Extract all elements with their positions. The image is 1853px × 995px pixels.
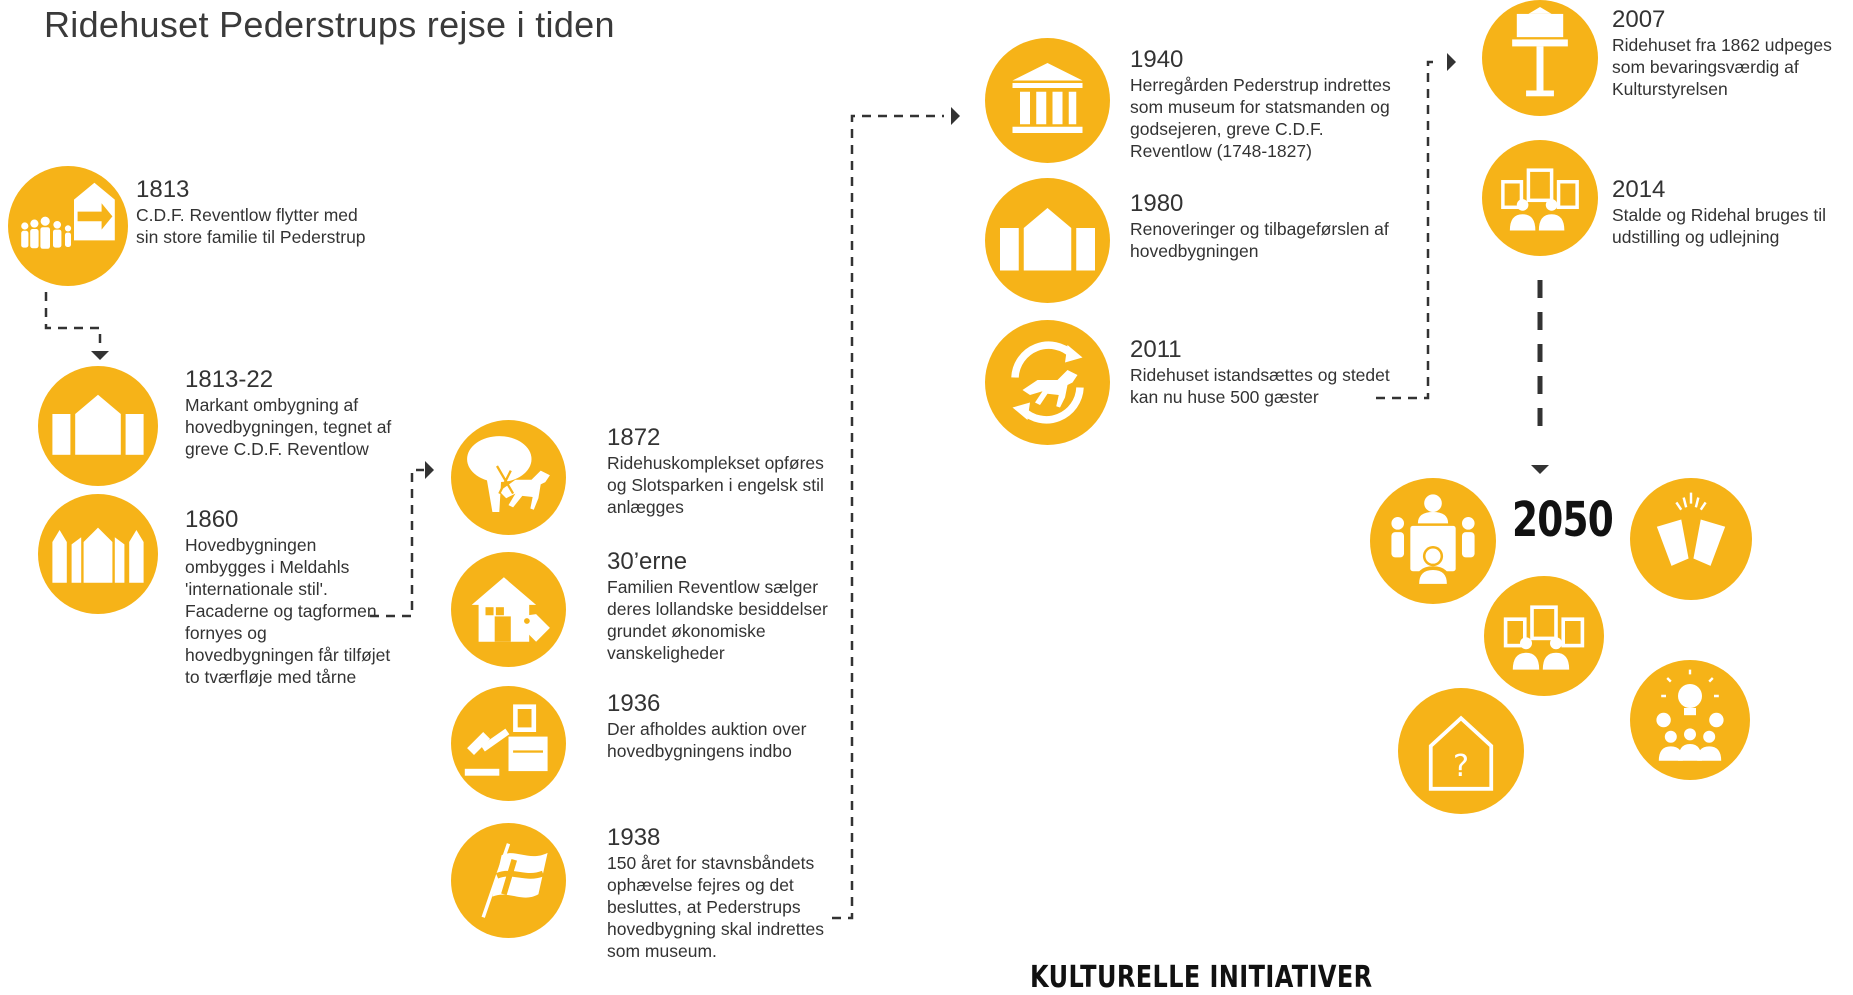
exhibition-icon (1482, 140, 1598, 256)
event-year: 1872 (607, 424, 661, 451)
event-year: 2014 (1612, 176, 1666, 203)
horse-renovation-icon (985, 320, 1110, 445)
event-text: Ridehuset istandsættes og stedet kan nu … (1130, 365, 1390, 407)
event-2011: 2011 Ridehuset istandsættes og stedet ka… (1130, 336, 1400, 408)
idea-group-icon (1630, 660, 1750, 780)
question-house-icon: ? (1398, 688, 1524, 814)
event-text: Hovedbygningen ombygges i Meldahls 'inte… (185, 535, 391, 687)
connector-1813 (44, 292, 102, 346)
family-moving-icon (8, 166, 128, 286)
tree-horse-icon (451, 420, 566, 535)
event-year: 1813-22 (185, 366, 274, 393)
event-year: 1980 (1130, 190, 1184, 217)
event-year: 1860 (185, 506, 239, 533)
event-1936: 1936 Der afholdes auktion over hovedbygn… (607, 690, 847, 762)
event-year: 1936 (607, 690, 661, 717)
event-1980: 1980 Renoveringer og tilbageførslen af h… (1130, 190, 1400, 262)
arrow-down-icon (1531, 465, 1549, 474)
event-text: Der afholdes auktion over hovedbygningen… (607, 719, 807, 761)
event-year: 1940 (1130, 46, 1184, 73)
manor-house-icon (38, 366, 158, 486)
event-1940: 1940 Herregården Pederstrup indrettes so… (1130, 46, 1400, 162)
connector-1860 (370, 468, 424, 618)
arrow-right-icon (951, 107, 960, 125)
section-heading: KULTURELLE INITIATIVER (1030, 960, 1373, 995)
page-title: Ridehuset Pederstrups rejse i tiden (44, 4, 615, 45)
event-1813-22: 1813-22 Markant ombygning af hovedbygnin… (185, 366, 425, 460)
event-text: Markant ombygning af hovedbygningen, teg… (185, 395, 392, 459)
event-1938: 1938 150 året for stavnsbåndets ophævels… (607, 824, 837, 962)
event-text: C.D.F. Reventlow flytter med sin store f… (136, 205, 366, 247)
arrow-down-icon (91, 351, 109, 360)
event-year: 30’erne (607, 548, 688, 575)
event-text: Familien Reventlow sælger deres lollands… (607, 577, 828, 663)
connector-1938 (832, 114, 944, 920)
event-text: 150 året for stavnsbåndets ophævelse fej… (607, 853, 824, 961)
arrow-right-icon (1447, 53, 1456, 71)
event-year: 1813 (136, 176, 190, 203)
auction-gavel-icon (451, 686, 566, 801)
arrow-right-icon (425, 461, 434, 479)
event-text: Stalde og Ridehal bruges til udstilling … (1612, 205, 1827, 247)
event-text: Renoveringer og tilbageførslen af hovedb… (1130, 219, 1389, 261)
manor-towers-icon (38, 494, 158, 614)
event-2007: 2007 Ridehuset fra 1862 udpeges som beva… (1612, 6, 1852, 100)
meeting-icon (1370, 478, 1496, 604)
event-text: Herregården Pederstrup indrettes som mus… (1130, 75, 1391, 161)
event-year: 2011 (1130, 336, 1182, 363)
house-price-tag-icon (451, 552, 566, 667)
museum-icon (985, 38, 1110, 163)
manor-house-icon (985, 178, 1110, 303)
future-year-2050: 2050 (1512, 492, 1614, 548)
event-year: 2007 (1612, 6, 1666, 33)
event-1860: 1860 Hovedbygningen ombygges i Meldahls … (185, 506, 400, 688)
danish-flag-icon (451, 823, 566, 938)
event-1813: 1813 C.D.F. Reventlow flytter med sin st… (136, 176, 376, 248)
cheers-icon (1630, 478, 1752, 600)
heritage-pedestal-icon (1482, 0, 1598, 116)
event-text: Ridehuset fra 1862 udpeges som bevarings… (1612, 35, 1832, 99)
event-2014: 2014 Stalde og Ridehal bruges til udstil… (1612, 176, 1852, 248)
svg-text:?: ? (1453, 749, 1469, 784)
event-text: Ridehuskomplekset opføres og Slotsparken… (607, 453, 824, 517)
event-year: 1938 (607, 824, 661, 851)
exhibition-icon (1484, 576, 1604, 696)
event-1872: 1872 Ridehuskomplekset opføres og Slotsp… (607, 424, 837, 518)
event-30erne: 30’erne Familien Reventlow sælger deres … (607, 548, 837, 664)
